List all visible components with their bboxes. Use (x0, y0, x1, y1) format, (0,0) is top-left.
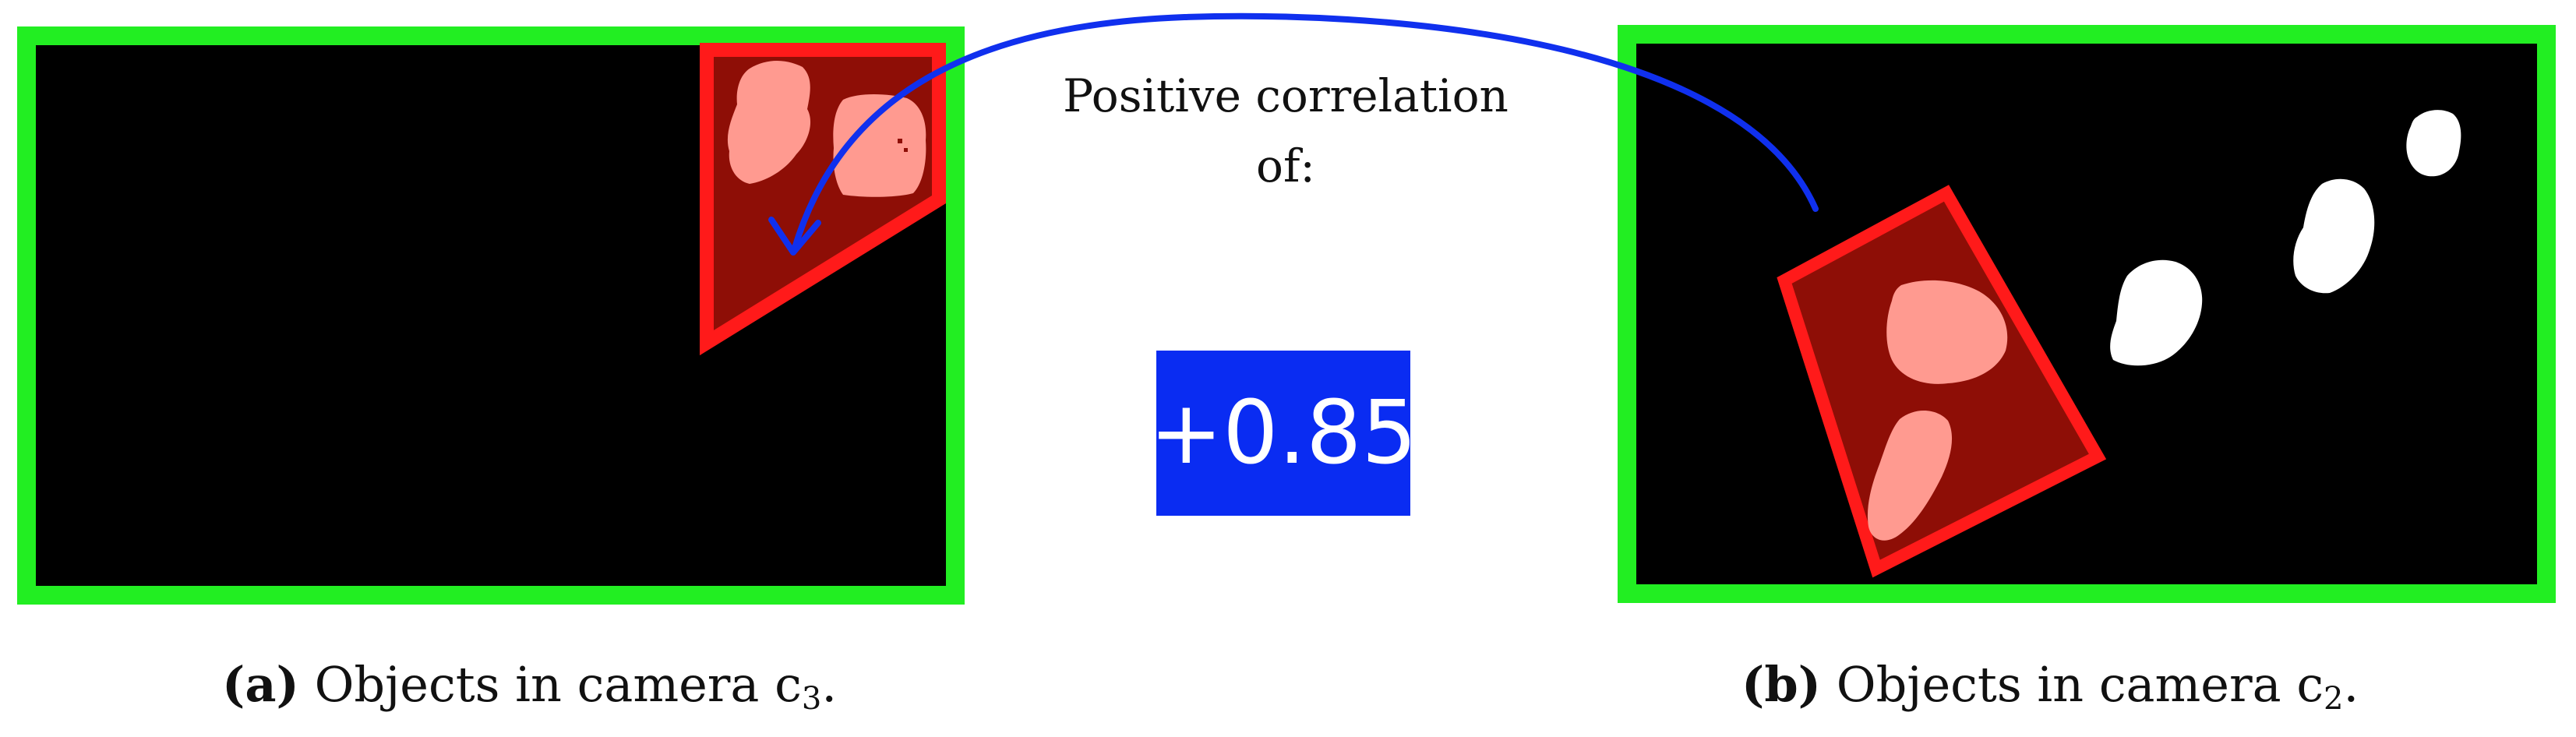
panel-b-object-in-region-2 (1867, 410, 1953, 541)
panel-a-object-1 (727, 61, 811, 184)
arrowhead (768, 217, 821, 256)
panel-b-caption: (b) Objects in camera c2. (1741, 656, 2359, 717)
panel-b-frame (1618, 25, 2556, 603)
arrow-curve (792, 12, 1819, 251)
panel-a-object-2-speck (898, 139, 902, 143)
panel-b-tag: (b) (1741, 656, 1822, 713)
panel-b-object-3 (2110, 259, 2203, 366)
panel-a-tag: (a) (222, 656, 299, 713)
panel-a-object-2 (833, 94, 926, 197)
panel-a-camera-view (17, 26, 965, 605)
panel-b-object-in-region-1 (1886, 280, 2008, 384)
panel-b-caption-text: Objects in camera (1836, 656, 2281, 713)
correlation-label: Positive correlation of: (1063, 69, 1509, 192)
panel-b-object-4 (2293, 178, 2375, 294)
panel-b-camera-view (1618, 25, 2556, 603)
panel-a-caption-text: Objects in camera (314, 656, 760, 713)
panel-a-camera-id: c3 (775, 656, 822, 717)
panel-b-object-5 (2406, 110, 2461, 177)
panel-a-caption: (a) Objects in camera c3. (222, 656, 838, 717)
correlation-value-badge: +0.85 (1149, 351, 1417, 516)
panel-a-object-2-speck (904, 148, 908, 152)
panel-b-camera-id: c2 (2296, 656, 2344, 717)
correspondence-arrow (768, 12, 1819, 256)
